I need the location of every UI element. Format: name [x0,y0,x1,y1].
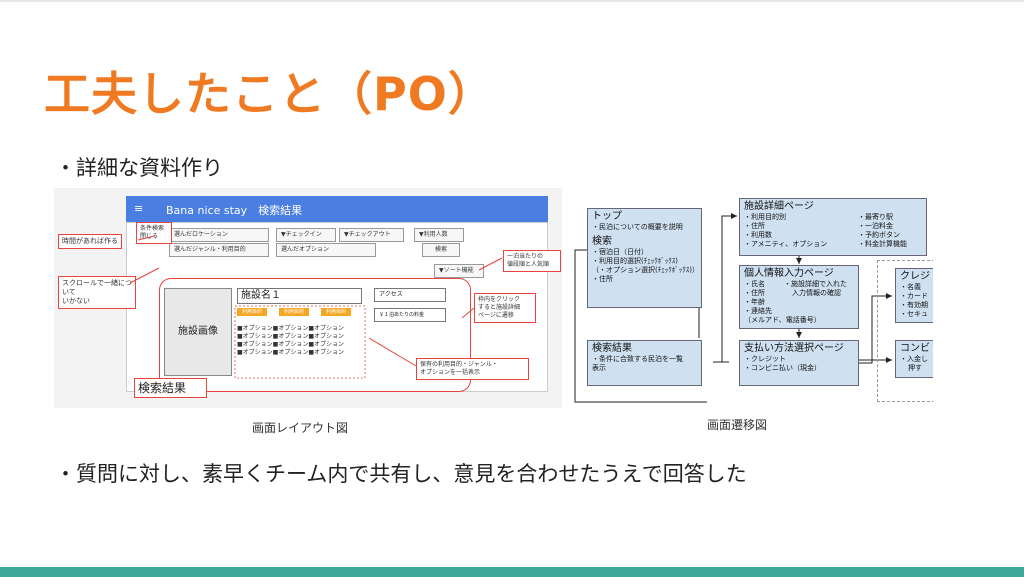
flow-personal-line: ・氏名 [744,280,765,288]
filter-options: 選んだオプション [276,243,376,257]
search-button: 検索 [422,243,460,257]
note-if-time: 時間があれば作る [58,234,122,249]
flow-credit-title: クレジ [900,271,930,282]
screen-flow-diagram: トップ ・民泊についての概要を説明 検索 ・宿泊日（日付） ・利用目的選択(ﾁｪ… [567,188,933,408]
flow-credit-line: ・セキュ [900,310,928,318]
flow-box-detail: 施設詳細ページ ・利用目的別 ・住所 ・利用数 ・アメニティ、オプション ・最寄… [739,198,927,256]
flow-detail-title: 施設詳細ページ [744,201,814,212]
flow-box-personal: 個人情報入力ページ ・氏名 ・住所 ・年齢 ・連絡先 （メルアド、電話番号） ・… [739,265,859,329]
bottom-accent-bar [0,567,1024,577]
flow-box-payment: 支払い方法選択ページ ・クレジット ・コンビニ払い（現金） [739,340,859,386]
filter-checkout: ▼チェックアウト [339,228,404,242]
flow-search-title: 検索 [592,236,612,247]
option-line: ■オプション■オプション■オプション [237,333,345,340]
mock-header-title: Bana nice stay 検索結果 [166,204,303,217]
flow-personal-line: （メルアド、電話番号） [744,316,821,324]
flow-payment-line: ・クレジット [744,355,786,363]
flow-konbini-line: 押す [908,364,922,372]
note-bulk-display: 保有の利用目的・ジャンル・ オプションを一括表示 [416,358,529,380]
option-line: ■オプション■オプション■オプション [237,349,345,356]
flow-detail-line: ・利用目的別 [744,213,786,221]
price-field: ￥１泊あたりの料金 [374,308,446,322]
filter-checkin: ▼チェックイン [276,228,336,242]
flow-personal-line: 入力情報の確認 [792,289,841,297]
flow-personal-title: 個人情報入力ページ [744,268,834,279]
bullet-detailed-docs: ・詳細な資料作り [55,156,223,180]
purpose-tag: 利用目的 [237,308,267,316]
mock-header: ≡ Bana nice stay 検索結果 [126,196,548,222]
bullet-team-sharing: ・質問に対し、素早くチーム内で共有し、意見を合わせたうえで回答した [55,462,747,486]
flow-personal-line: ・住所 [744,289,765,297]
note-click-card: 枠内をクリック すると施設詳細 ページに遷移 [474,293,536,323]
flow-caption: 画面遷移図 [707,418,768,432]
facility-name: 施設名１ [237,288,362,304]
flow-credit-line: ・有効期 [900,301,928,309]
flow-lines [574,210,892,403]
search-results-label: 検索結果 [134,378,207,398]
purpose-tag: 利用目的 [321,308,351,316]
filter-guests: ▼利用人数 [414,228,464,242]
flow-box-credit: クレジ ・名義 ・カード ・有効期 ・セキュ [895,268,933,323]
flow-detail-line: ・最寄り駅 [858,213,893,221]
flow-top-line: ・民泊についての概要を説明 [592,223,683,231]
filter-genre: 選んだジャンル・利用目的 [169,243,269,257]
flow-box-konbini: コンビ ・入金し 押す [895,340,933,378]
annotation-lines [129,235,503,379]
purpose-tag: 利用目的 [279,308,309,316]
flow-detail-line: ・一泊料金 [858,222,893,230]
flow-personal-line: ・連絡先 [744,307,772,315]
flow-konbini-title: コンビ [900,343,930,354]
option-line: ■オプション■オプション■オプション [237,341,345,348]
flow-detail-line: ・住所 [744,222,765,230]
flow-detail-line: ・アメニティ、オプション [744,240,828,248]
flow-detail-line: ・料金計算機能 [858,240,907,248]
facility-image: 施設画像 [164,288,232,376]
flow-credit-line: ・名義 [900,283,921,291]
note-sort: 一泊当たりの 値段順と人気順 [503,250,561,272]
access-field: アクセス [374,288,446,302]
layout-caption: 画面レイアウト図 [252,421,349,435]
flow-konbini-line: ・入金し [900,355,928,363]
sort-control: ▼ソート機能 [434,264,484,278]
slide-title: 工夫したこと（PO） [44,67,495,121]
flow-detail-line: ・予約ボタン [858,231,900,239]
flow-box-results: 検索結果 ・条件に合致する民泊を一覧 表示 [587,340,702,386]
flow-personal-line: ・年齢 [744,298,765,306]
flow-top-title: トップ [592,211,622,222]
note-scroll: スクロールで一緒について いかない [58,276,136,309]
option-line: ■オプション■オプション■オプション [237,325,345,332]
flow-results-title: 検索結果 [592,343,632,354]
dashed-region [877,260,933,402]
flow-personal-line: ・施設詳細で入れた [784,280,847,288]
flow-detail-line: ・利用数 [744,231,772,239]
flow-payment-title: 支払い方法選択ページ [744,343,844,354]
flow-results-line: ・条件に合致する民泊を一覧 [592,355,683,363]
menu-icon: ≡ [134,202,144,215]
flow-results-line: 表示 [592,364,606,372]
flow-search-line: ・宿泊日（日付） [592,248,648,256]
flow-search-line: （・オプション選択(ﾁｪｯｸﾎﾞｯｸｽ)） [592,266,699,274]
flow-credit-line: ・カード [900,292,928,300]
screen-layout-diagram: ≡ Bana nice stay 検索結果 選んだロケーション ▼チェックイン … [54,188,562,408]
top-divider [0,0,1024,2]
flow-search-line: ・住所 [592,275,613,283]
flow-box-top-search: トップ ・民泊についての概要を説明 検索 ・宿泊日（日付） ・利用目的選択(ﾁｪ… [587,208,702,308]
flow-search-line: ・利用目的選択(ﾁｪｯｸﾎﾞｯｸｽ) [592,257,678,265]
flow-payment-line: ・コンビニ払い（現金） [744,364,821,372]
